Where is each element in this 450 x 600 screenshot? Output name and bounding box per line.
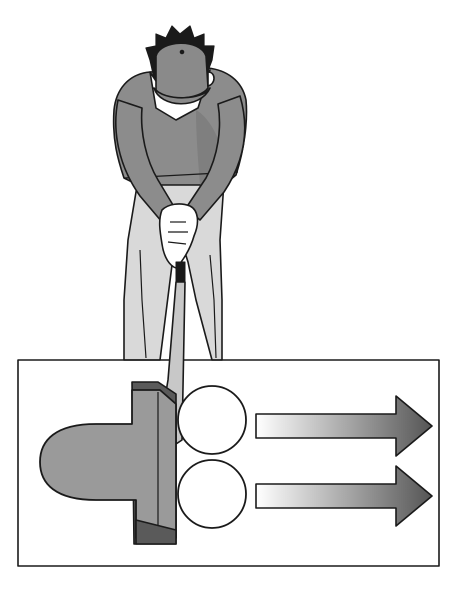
golfer-ear bbox=[207, 71, 215, 87]
trouser-crease-right bbox=[209, 254, 217, 359]
putter-mallet bbox=[39, 389, 177, 539]
golfer-trousers bbox=[123, 179, 225, 361]
golfer-figure bbox=[112, 25, 248, 361]
arrow-lower bbox=[255, 465, 433, 527]
golf-ball-lower bbox=[177, 459, 247, 529]
finger-line-3 bbox=[167, 241, 187, 245]
putter-head bbox=[39, 381, 177, 545]
cap-button bbox=[179, 49, 185, 55]
trouser-crease-left bbox=[139, 249, 147, 359]
golfer-right-arm bbox=[185, 95, 246, 221]
golfer-hands bbox=[158, 203, 199, 269]
cap-brim bbox=[153, 87, 211, 105]
putter-toe-shadow bbox=[135, 519, 177, 545]
inset-frame bbox=[17, 359, 440, 567]
putter-grip bbox=[175, 261, 186, 283]
golf-ball-upper bbox=[177, 385, 247, 455]
arrow-upper bbox=[255, 395, 433, 457]
